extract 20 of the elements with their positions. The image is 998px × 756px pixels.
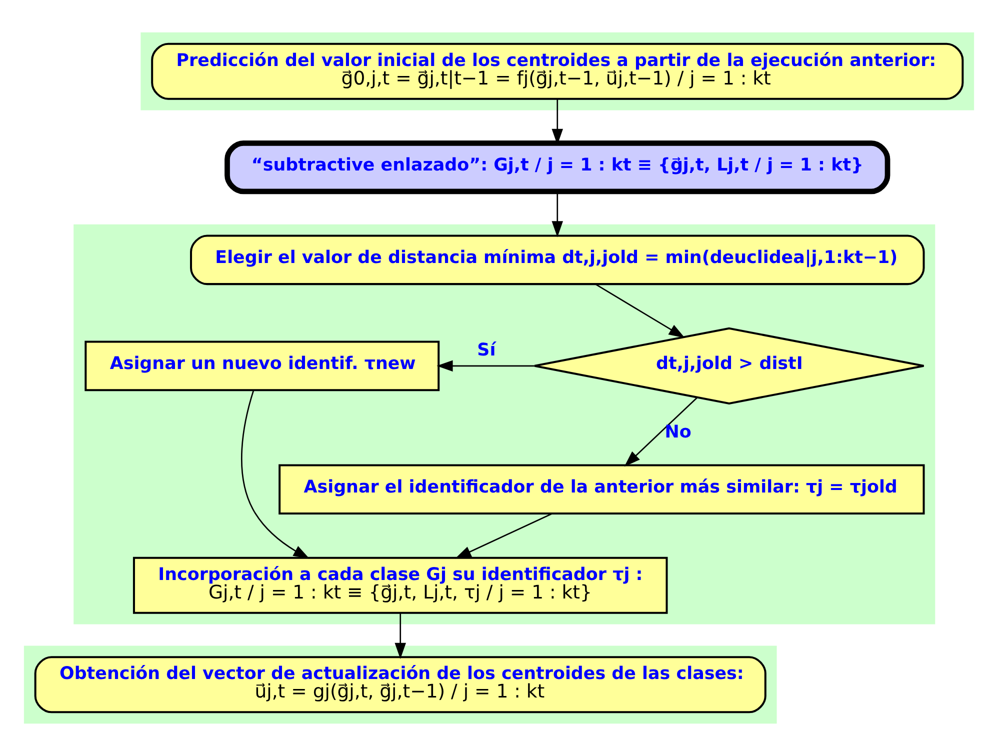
cluster [24, 646, 777, 724]
edge-label: No [664, 422, 692, 443]
node-box: Asignar el identificador de la anterior más similar: τj = τjold [278, 464, 925, 515]
arrow [436, 360, 534, 372]
edge-label: Sí [477, 340, 496, 361]
arrow [552, 192, 564, 238]
node-box: “subtractive enlazado”: Gj,t / j = 1 : kt ≡ {g⃗j,t, Lj,t / j = 1 : kt} [224, 140, 890, 194]
node-box: Elegir el valor de distancia mínima dt,j,jold = min(deuclidea|j,1:kt−1) [190, 234, 925, 286]
node-box: Incorporación a cada clase Gj su identificador τj : Gj,t / j = 1 : kt ≡ {g⃗j,t, Lj,t, τj / j = 1 : kt} [132, 556, 668, 614]
cluster [74, 224, 936, 624]
arrow [595, 284, 685, 338]
node-diamond: dt,j,jold > distI [534, 327, 925, 405]
arrow [624, 397, 698, 467]
node-box: Asignar un nuevo identif. τnew [84, 340, 440, 392]
arrow [455, 512, 553, 559]
cluster [140, 32, 974, 110]
node-box: Obtención del vector de actualización de los centroides de las clases: u⃗j,t = gj(g⃗j,t, g⃗j,t−1) / j = 1 : kt [34, 656, 766, 714]
arrow [394, 613, 406, 659]
node-box: Predicción del valor inicial de los centroides a partir de la ejecución anterior: g⃗0,j,t = g⃗j,t|t−1 = fj(g⃗j,t−1, u⃗j,t−1) / j = 1 : kt [151, 42, 964, 100]
arrow [241, 390, 310, 559]
